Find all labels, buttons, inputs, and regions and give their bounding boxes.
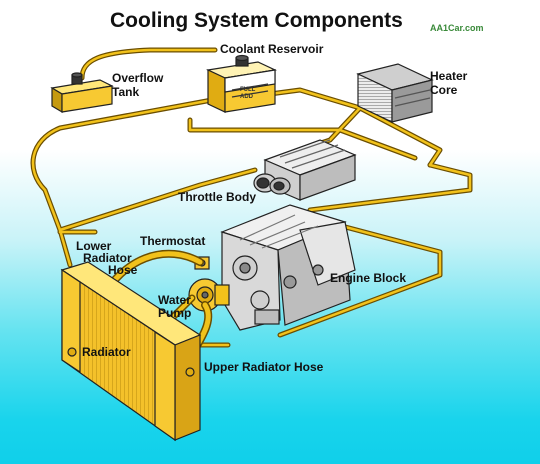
heater-core-label-line1: Heater (430, 69, 468, 83)
throttle-body-label: Throttle Body (178, 190, 256, 204)
heater-core (356, 63, 434, 123)
diagram-title: Cooling System Components (110, 9, 403, 32)
heater-core-label-line2: Core (430, 83, 458, 97)
reservoir-add-mark: ADD (240, 94, 254, 100)
lower-radiator-hose-label-line3: Hose (108, 263, 138, 277)
radiator-label: Radiator (82, 345, 131, 359)
site-watermark: AA1Car.com (430, 23, 484, 33)
engine-block (220, 204, 356, 331)
water-pump-label-line1: Water (158, 293, 191, 307)
overflow-tank-label-line2: Tank (112, 85, 140, 99)
coolant-reservoir-label: Coolant Reservoir (220, 42, 324, 56)
upper-radiator-hose-label: Upper Radiator Hose (204, 360, 324, 374)
thermostat-label: Thermostat (140, 234, 206, 248)
overflow-tank-label-line1: Overflow (112, 71, 164, 85)
radiator (60, 261, 202, 442)
reservoir-full-mark: FULL (240, 87, 256, 93)
lower-radiator-hose-label-line1: Lower (76, 239, 112, 253)
coolant-reservoir: FULL ADD (205, 54, 278, 113)
water-pump-label-line2: Pump (158, 306, 192, 320)
throttle-body (253, 173, 291, 195)
engine-block-label: Engine Block (330, 271, 407, 285)
hose-network (31, 48, 472, 347)
overflow-tank (50, 72, 114, 114)
water-pump (188, 278, 230, 312)
lower-radiator-hose-label-line2: Radiator (83, 251, 132, 265)
